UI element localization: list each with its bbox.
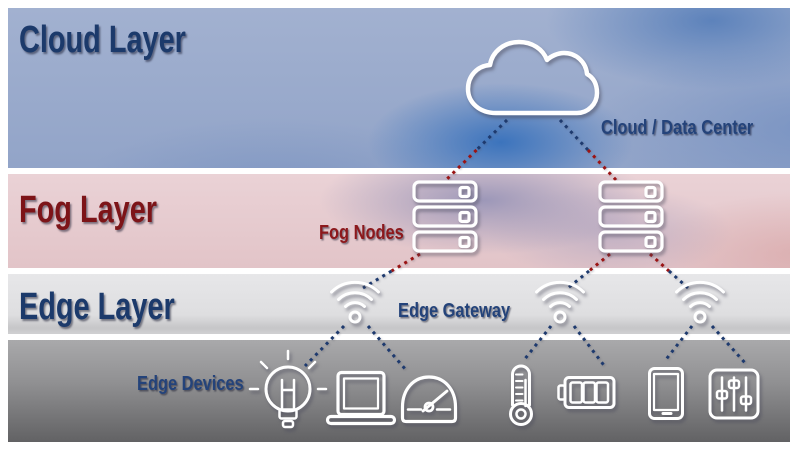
edge-devices-label: Edge Devices: [137, 373, 244, 395]
edge-layer-title: Edge Layer: [19, 286, 175, 328]
edge-layer-band: [8, 274, 790, 334]
cloud-layer-band: [8, 8, 790, 168]
fog-nodes-label: Fog Nodes: [319, 222, 404, 244]
cloud-data-center-label: Cloud / Data Center: [601, 117, 754, 139]
edge-gateway-label: Edge Gateway: [398, 300, 511, 322]
cloud-layer-title: Cloud Layer: [19, 19, 186, 61]
device-layer-band: [8, 340, 790, 442]
fog-layer-title: Fog Layer: [19, 189, 158, 231]
